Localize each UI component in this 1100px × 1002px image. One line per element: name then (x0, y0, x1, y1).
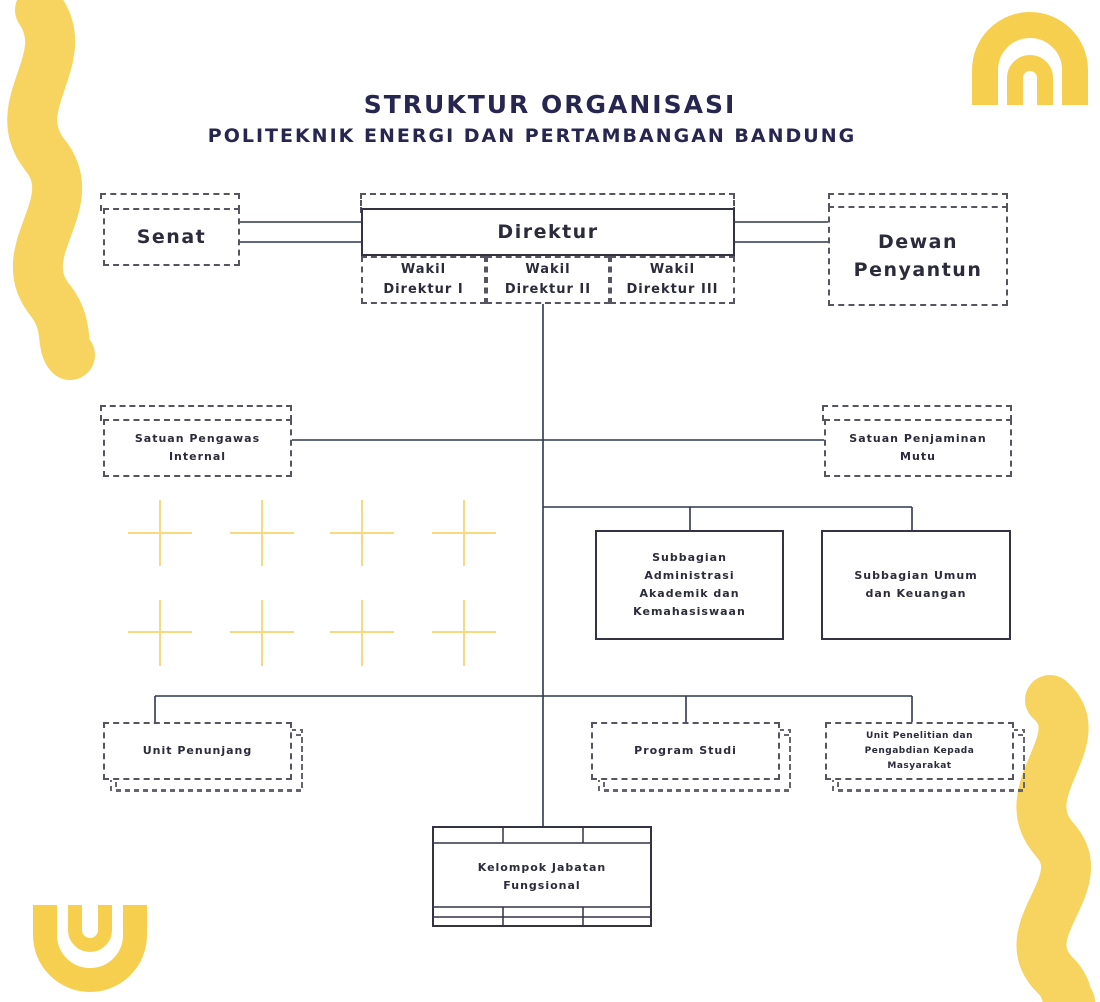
dewan-penyantun-box[interactable]: Dewan Penyantun (828, 206, 1008, 306)
subbagian-umum-label: Subbagian Umum dan Keuangan (854, 569, 978, 600)
subbagian-akademik-label: Subbagian Administrasi Akademik dan Kema… (633, 551, 746, 618)
spm-outer-frame (822, 405, 1012, 421)
wakil-direktur-1-label: Wakil Direktur I (383, 262, 464, 297)
spi-outer-frame (100, 405, 292, 421)
yellow-arch-top-right (972, 12, 1088, 105)
senat-box[interactable]: Senat (103, 208, 240, 266)
unit-penelitian-box[interactable]: Unit Penelitian dan Pengabdian Kepada Ma… (825, 722, 1014, 780)
wakil-direktur-3-box[interactable]: Wakil Direktur III (610, 256, 735, 304)
kjf-grid-lines (432, 826, 652, 927)
yellow-wave-top-left (7, 0, 95, 380)
dewan-outer-frame (828, 193, 1008, 209)
unit-penunjang-box[interactable]: Unit Penunjang (103, 722, 292, 780)
wakil-direktur-3-label: Wakil Direktur III (626, 262, 719, 297)
dewan-penyantun-label: Dewan Penyantun (853, 231, 983, 281)
page-subtitle: POLITEKNIK ENERGI DAN PERTAMBANGAN BANDU… (207, 125, 857, 147)
subbagian-akademik-box[interactable]: Subbagian Administrasi Akademik dan Kema… (595, 530, 784, 640)
kelompok-jabatan-fungsional-label: Kelompok Jabatan Fungsional (477, 860, 607, 892)
yellow-wave-right (1016, 675, 1095, 1002)
unit-penelitian-label: Unit Penelitian dan Pengabdian Kepada Ma… (864, 730, 975, 771)
program-studi-box[interactable]: Program Studi (591, 722, 780, 780)
yellow-u-bottom-left (33, 905, 147, 992)
wakil-direktur-2-box[interactable]: Wakil Direktur II (486, 256, 610, 304)
satuan-pengawas-internal-label: Satuan Pengawas Internal (134, 432, 261, 463)
satuan-pengawas-internal-box[interactable]: Satuan Pengawas Internal (103, 419, 292, 477)
direktur-label: Direktur (497, 221, 599, 243)
page-title: STRUKTUR ORGANISASI (363, 90, 737, 119)
yellow-cross-pattern (128, 500, 496, 666)
wakil-direktur-1-box[interactable]: Wakil Direktur I (361, 256, 486, 304)
wakil-direktur-2-label: Wakil Direktur II (504, 262, 592, 297)
satuan-penjaminan-mutu-label: Satuan Penjaminan Mutu (849, 432, 987, 463)
subbagian-umum-box[interactable]: Subbagian Umum dan Keuangan (821, 530, 1011, 640)
unit-penunjang-label: Unit Penunjang (142, 744, 253, 757)
senat-outer-frame (100, 193, 240, 211)
connector-lines (154, 221, 913, 828)
senat-label: Senat (136, 226, 207, 248)
satuan-penjaminan-mutu-box[interactable]: Satuan Penjaminan Mutu (824, 419, 1012, 477)
kelompok-jabatan-fungsional-box[interactable]: Kelompok Jabatan Fungsional (432, 826, 652, 927)
direktur-box[interactable]: Direktur (361, 208, 735, 256)
program-studi-label: Program Studi (634, 744, 737, 757)
